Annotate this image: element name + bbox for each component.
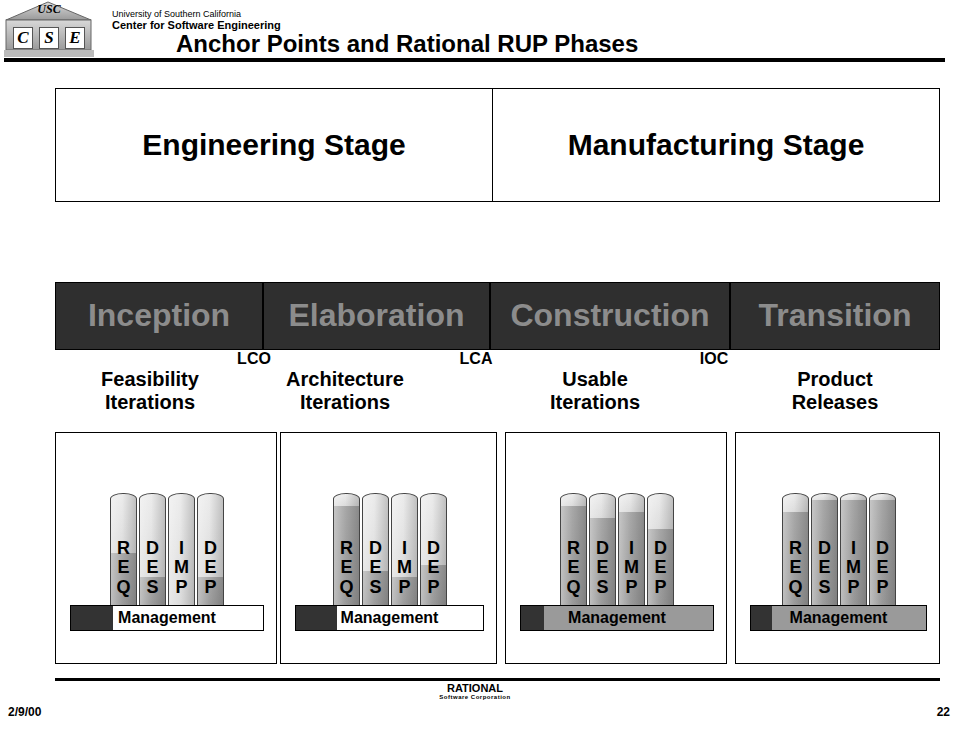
company-logo: RATIONAL bbox=[410, 682, 540, 695]
logo-letter: S bbox=[39, 27, 59, 49]
node-text: Elaboration bbox=[288, 298, 464, 333]
workflow-cylinder: DEP bbox=[869, 493, 896, 613]
slide-title: Anchor Points and Rational RUP Phases bbox=[176, 30, 638, 58]
workflow-letters: IMP bbox=[173, 539, 191, 598]
workflow-letters: REQ bbox=[565, 539, 583, 598]
workflow-cylinder: DES bbox=[362, 493, 389, 613]
header-rule bbox=[4, 58, 945, 62]
anchor-point: LCO bbox=[232, 350, 276, 368]
org-name: Center for Software Engineering bbox=[112, 19, 362, 32]
workflow-cylinder: DES bbox=[589, 493, 616, 613]
stage-panel: Manufacturing Stage bbox=[492, 88, 940, 202]
workflow-cylinder: REQ bbox=[333, 493, 360, 613]
management-bar: Management bbox=[70, 605, 264, 631]
workflow-cylinder: IMP bbox=[840, 493, 867, 613]
workflow-letters: DES bbox=[144, 539, 162, 598]
workflow-letters: REQ bbox=[338, 539, 356, 598]
node-text: Management bbox=[568, 609, 666, 627]
workflow-letters: DEP bbox=[202, 539, 220, 598]
workflow-cylinder: IMP bbox=[618, 493, 645, 613]
node-text: Management bbox=[790, 609, 888, 627]
node-text: Management bbox=[341, 609, 439, 627]
workflow-letters: REQ bbox=[115, 539, 133, 598]
workflow-letters: IMP bbox=[845, 539, 863, 598]
footer-rule bbox=[55, 678, 940, 681]
workflow-letters: DES bbox=[594, 539, 612, 598]
node-text: Inception bbox=[88, 298, 230, 333]
workflow-letters: DES bbox=[816, 539, 834, 598]
org-name: University of Southern California bbox=[112, 9, 362, 19]
anchor-point: LCA bbox=[454, 350, 498, 368]
iteration-box: REQ DES IMP DEP Management bbox=[735, 432, 940, 664]
workflow-cylinder: REQ bbox=[110, 493, 137, 613]
management-bar: Management bbox=[520, 605, 714, 631]
phase-band: Inception bbox=[55, 282, 263, 350]
logo-letter: C bbox=[13, 27, 33, 49]
workflow-cylinder: DES bbox=[811, 493, 838, 613]
phase-band: Elaboration bbox=[263, 282, 490, 350]
iteration-label: Feasibility Iterations bbox=[80, 368, 220, 414]
company-logo: Software Corporation bbox=[410, 694, 540, 701]
node-text: Transition bbox=[759, 298, 912, 333]
workflow-letters: IMP bbox=[623, 539, 641, 598]
management-bar: Management bbox=[295, 605, 484, 631]
node-text: Engineering Stage bbox=[121, 127, 426, 163]
workflow-letters: REQ bbox=[787, 539, 805, 598]
logo-base bbox=[4, 50, 94, 57]
workflow-cylinder: DES bbox=[139, 493, 166, 613]
iteration-box: REQ DES IMP DEP Management bbox=[280, 432, 497, 664]
phase-band: Construction bbox=[490, 282, 730, 350]
logo-roof bbox=[6, 2, 91, 20]
node-text: Construction bbox=[510, 298, 709, 333]
workflow-letters: DEP bbox=[874, 539, 892, 598]
logo-text: USC bbox=[28, 3, 70, 17]
workflow-letters: IMP bbox=[396, 539, 414, 598]
iteration-label: Product Releases bbox=[770, 368, 900, 414]
workflow-cylinder: REQ bbox=[560, 493, 587, 613]
logo-letter: E bbox=[65, 27, 85, 49]
anchor-point: IOC bbox=[692, 350, 736, 368]
management-bar: Management bbox=[750, 605, 927, 631]
slide-date: 2/9/00 bbox=[8, 706, 88, 720]
workflow-cylinder: IMP bbox=[391, 493, 418, 613]
workflow-letters: DES bbox=[367, 539, 385, 598]
iteration-box: REQ DES IMP DEP Management bbox=[505, 432, 727, 664]
workflow-cylinder: DEP bbox=[197, 493, 224, 613]
slide-number: 22 bbox=[880, 706, 950, 720]
workflow-cylinder: REQ bbox=[782, 493, 809, 613]
phase-band: Transition bbox=[730, 282, 940, 350]
workflow-cylinder: IMP bbox=[168, 493, 195, 613]
iteration-label: Architecture Iterations bbox=[270, 368, 420, 414]
iteration-label: Usable Iterations bbox=[525, 368, 665, 414]
workflow-cylinder: DEP bbox=[420, 493, 447, 613]
workflow-letters: DEP bbox=[425, 539, 443, 598]
node-text: Management bbox=[118, 609, 216, 627]
workflow-letters: DEP bbox=[652, 539, 670, 598]
node-text: Manufacturing Stage bbox=[560, 127, 872, 163]
iteration-box: REQ DES IMP DEP Management bbox=[55, 432, 277, 664]
workflow-cylinder: DEP bbox=[647, 493, 674, 613]
stage-panel: Engineering Stage bbox=[55, 88, 492, 202]
logo-body bbox=[6, 20, 91, 50]
